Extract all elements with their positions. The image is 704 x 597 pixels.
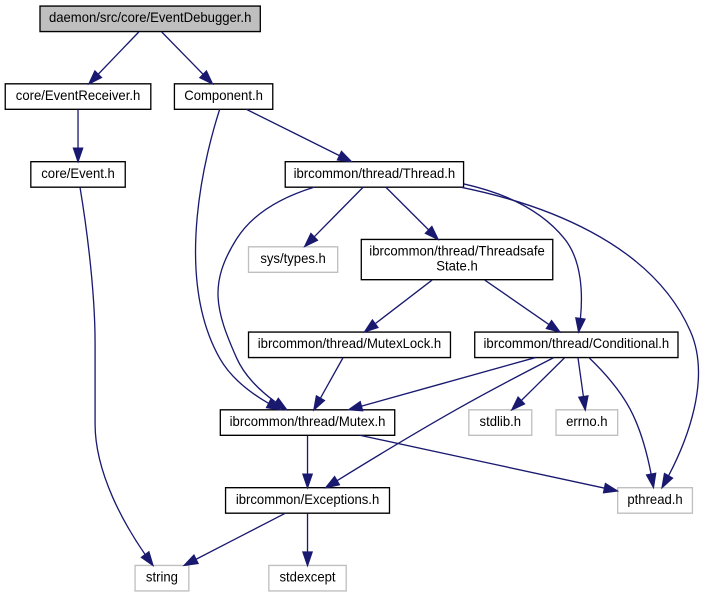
svg-text:daemon/src/core/EventDebugger.: daemon/src/core/EventDebugger.h — [49, 10, 251, 25]
svg-text:pthread.h: pthread.h — [627, 492, 682, 507]
svg-text:ibrcommon/thread/Conditional.h: ibrcommon/thread/Conditional.h — [484, 336, 670, 351]
svg-text:ibrcommon/thread/Threadsafe: ibrcommon/thread/Threadsafe — [369, 243, 544, 258]
svg-text:ibrcommon/thread/Mutex.h: ibrcommon/thread/Mutex.h — [230, 414, 386, 429]
svg-text:Component.h: Component.h — [184, 88, 263, 103]
svg-text:stdexcept: stdexcept — [279, 569, 335, 584]
svg-text:stdlib.h: stdlib.h — [480, 414, 522, 429]
svg-text:core/Event.h: core/Event.h — [41, 166, 115, 181]
svg-text:ibrcommon/thread/Thread.h: ibrcommon/thread/Thread.h — [294, 166, 456, 181]
svg-text:core/EventReceiver.h: core/EventReceiver.h — [16, 88, 141, 103]
svg-text:State.h: State.h — [436, 258, 478, 273]
svg-text:sys/types.h: sys/types.h — [260, 251, 326, 266]
svg-text:ibrcommon/Exceptions.h: ibrcommon/Exceptions.h — [236, 492, 379, 507]
svg-text:string: string — [146, 569, 178, 584]
svg-text:ibrcommon/thread/MutexLock.h: ibrcommon/thread/MutexLock.h — [258, 336, 441, 351]
svg-text:errno.h: errno.h — [566, 414, 608, 429]
